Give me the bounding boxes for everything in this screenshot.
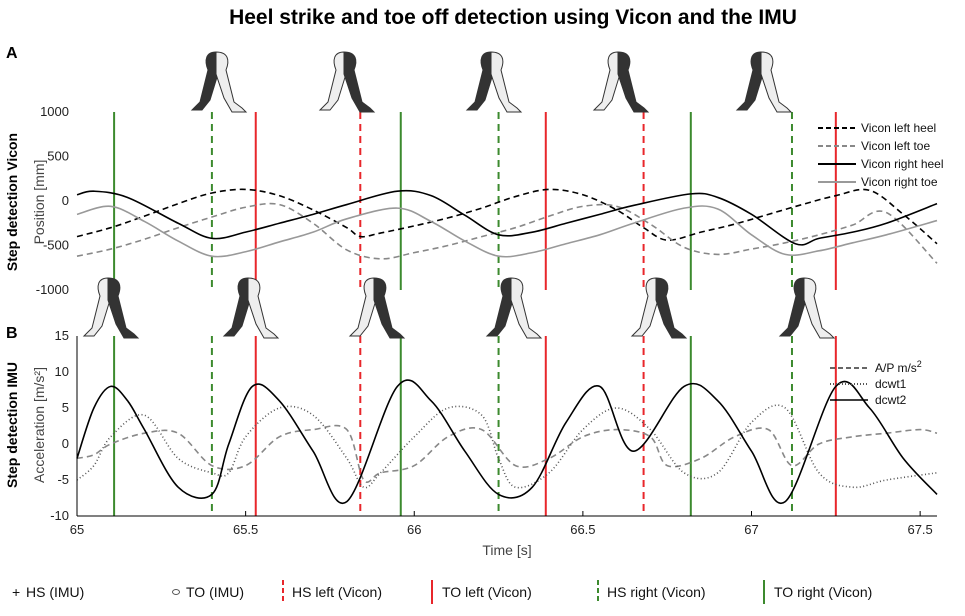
ytick-label-a: -1000 [36,282,69,297]
walking-legs-icon [592,51,650,113]
bottom-legend-hs-right: HS right (Vicon) [607,584,706,600]
legend-label-dcwt2: dcwt2 [875,393,907,407]
ytick-label-b: 10 [55,364,69,379]
legend-label-ap: A/P m/s2 [875,359,922,375]
figure-title: Heel strike and toe off detection using … [229,6,797,29]
walking-legs-icon [735,51,793,113]
xtick-label: 65 [70,522,84,537]
bottom-legend-to-right: TO right (Vicon) [774,584,872,600]
ytick-label-b: 5 [62,400,69,415]
walking-legs-icon [485,277,543,339]
xtick-label: 65.5 [233,522,258,537]
ytick-label-a: 0 [62,193,69,208]
legend-label-right-heel: Vicon right heel [861,157,944,171]
panel-letter-b: B [6,325,18,342]
walking-silhouettes [82,51,836,339]
series-line-b-2 [76,379,938,505]
ylabel-a: Position [mm] [31,160,47,245]
legend-label-dcwt1: dcwt1 [875,377,907,391]
legend-label-left-toe: Vicon left toe [861,139,930,153]
bottom-legend-to-imu: TO (IMU) [186,584,244,600]
series-line-a-1 [76,202,938,264]
chart-panel-a: 1000 500 0 -500 -1000 [36,104,938,297]
xtick-label: 66.5 [570,522,595,537]
ytick-label-a: 1000 [40,104,69,119]
xtick-label: 67.5 [907,522,932,537]
series-line-a-0 [76,188,938,245]
series-line-a-3 [76,205,938,258]
walking-legs-icon [778,277,836,339]
bottom-legend-hs-imu: HS (IMU) [26,584,84,600]
series-line-a-2 [76,189,938,246]
ytick-label-a: -500 [43,238,69,253]
xtick-label: 67 [744,522,758,537]
bottom-legend: + HS (IMU) TO (IMU) HS left (Vicon) TO l… [12,580,872,604]
walking-legs-icon [318,51,376,113]
legend-b: A/P m/s2 dcwt1 dcwt2 [830,359,922,407]
series-line-b-0 [76,424,938,484]
walking-legs-icon [222,277,280,339]
ytick-label-b: -10 [50,508,69,523]
legend-label-ap-text: A/P m/s [875,361,917,375]
walking-legs-icon [82,277,140,339]
legend-label-ap-sup: 2 [917,359,922,369]
panel-letter-a: A [6,45,18,62]
side-label-a: Step detection Vicon [4,133,20,271]
ytick-label-b: 15 [55,328,69,343]
series-line-b-1 [76,404,938,489]
xtick-label: 66 [407,522,421,537]
plus-marker-icon: + [12,584,20,600]
legend-label-right-toe: Vicon right toe [861,175,938,189]
walking-legs-icon [190,51,248,113]
walking-legs-icon [465,51,523,113]
walking-legs-icon [348,277,406,339]
side-label-b: Step detection IMU [4,362,20,488]
bottom-legend-to-left: TO left (Vicon) [442,584,532,600]
ylabel-b: Acceleration [m/s²] [31,367,47,483]
legend-a: Vicon left heel Vicon left toe Vicon rig… [818,121,944,189]
xlabel-b: Time [s] [482,542,531,558]
circle-marker-icon [172,589,180,595]
legend-label-left-heel: Vicon left heel [861,121,936,135]
walking-legs-icon [630,277,688,339]
bottom-legend-hs-left: HS left (Vicon) [292,584,382,600]
ytick-label-b: 0 [62,436,69,451]
ytick-label-b: -5 [57,472,69,487]
ytick-label-a: 500 [47,149,69,164]
